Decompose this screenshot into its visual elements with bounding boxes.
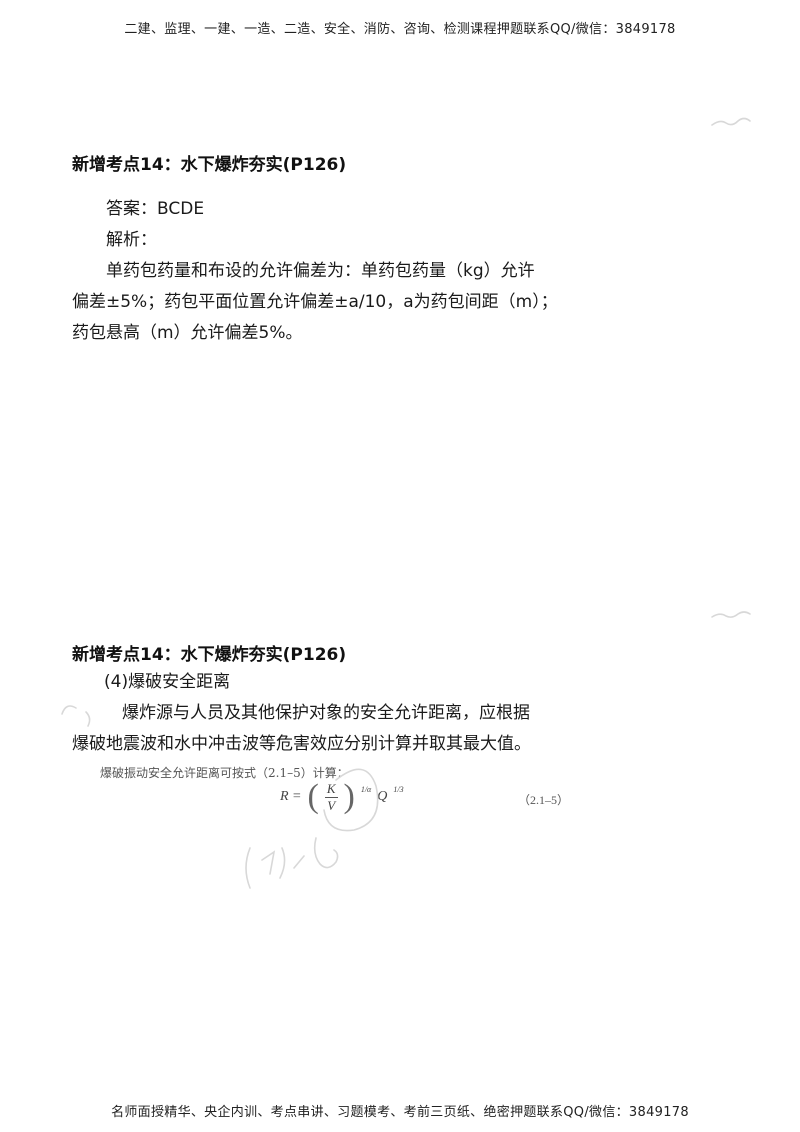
formula-exponent-2: 1/3 xyxy=(393,784,404,794)
formula-intro: 爆破振动安全允许距离可按式（2.1–5）计算： xyxy=(100,766,349,780)
formula-equation: R = ( K V ) 1/α Q 1/3 xyxy=(280,780,404,814)
formula-denominator: V xyxy=(327,797,336,813)
formula-lhs: R = xyxy=(280,789,302,804)
answer-text: 答案：BCDE xyxy=(106,199,205,219)
body-line-1: 爆炸源与人员及其他保护对象的安全允许距离，应根据 xyxy=(122,703,530,723)
left-paren-glyph: ( xyxy=(307,778,319,815)
equation-number: （2.1–5） xyxy=(518,793,570,807)
formula-fraction: K V xyxy=(324,780,338,814)
analysis-line-3: 药包悬高（m）允许偏差5%。 xyxy=(72,323,303,343)
formula-exponent-1: 1/α xyxy=(360,784,372,794)
handwritten-scribble-mid xyxy=(711,611,751,618)
formula-image-block: 爆破振动安全允许距离可按式（2.1–5）计算： R = ( K V ) 1/α … xyxy=(72,760,592,830)
section1-answer-block: 答案：BCDE 解析： 单药包药量和布设的允许偏差为：单药包药量（kg）允许 偏… xyxy=(72,194,632,349)
analysis-line-2: 偏差±5%；药包平面位置允许偏差±a/10，a为药包间距（m）； xyxy=(72,292,558,312)
formula-numerator: K xyxy=(324,780,338,798)
analysis-label: 解析： xyxy=(106,230,157,250)
body-line-2: 爆破地震波和水中冲击波等危害效应分别计算并取其最大值。 xyxy=(72,734,531,754)
footer-banner: 名师面授精华、央企内训、考点串讲、习题模考、考前三页纸、绝密押题联系QQ/微信：… xyxy=(111,1105,689,1120)
section2-heading: 新增考点14：水下爆炸夯实(P126) xyxy=(72,645,347,665)
analysis-line-1: 单药包药量和布设的允许偏差为：单药包药量（kg）允许 xyxy=(106,261,535,281)
right-paren-glyph: ) xyxy=(343,778,355,815)
handwritten-scribble-top xyxy=(711,117,751,126)
section2-body: (4)爆破安全距离 爆炸源与人员及其他保护对象的安全允许距离，应根据 爆破地震波… xyxy=(72,667,632,760)
handwritten-glyphs xyxy=(245,837,339,889)
section1-heading: 新增考点14：水下爆炸夯实(P126) xyxy=(72,155,347,175)
header-banner: 二建、监理、一建、一造、二造、安全、消防、咨询、检测课程押题联系QQ/微信：38… xyxy=(124,22,676,37)
formula-q: Q xyxy=(377,789,388,804)
section2-subheading: (4)爆破安全距离 xyxy=(104,672,231,692)
